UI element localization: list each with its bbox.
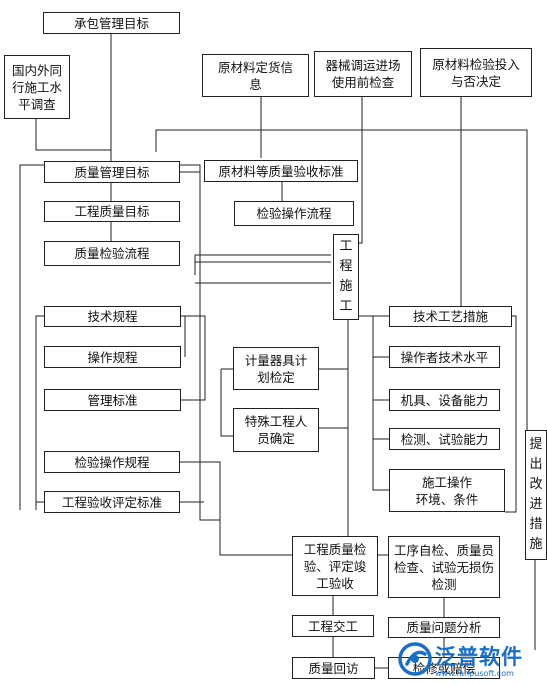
node-improvement: 提 出 改 进 措 施 [525, 430, 547, 560]
node-followup: 质量回访 [292, 657, 375, 679]
watermark: 泛普软件 www.fanpusoft.com [398, 636, 546, 682]
node-self-check: 工序自检、质量员 检查、试验无损伤 检测 [388, 536, 500, 598]
node-contract-goal: 承包管理目标 [43, 12, 180, 34]
node-operation-rules: 操作规程 [44, 346, 181, 368]
node-inspection-rules: 检验操作规程 [44, 451, 180, 473]
node-equipment-check: 器械调运进场 使用前检查 [314, 51, 412, 97]
node-environment: 施工操作 环境、条件 [389, 469, 505, 512]
fanpu-logo-icon [398, 642, 432, 676]
node-tech-rules: 技术规程 [44, 306, 181, 327]
node-material-standard: 原材料等质量验收标准 [204, 160, 358, 182]
watermark-name: 泛普软件 [435, 644, 523, 669]
node-quality-analysis: 质量问题分析 [388, 617, 500, 638]
node-machinery-capacity: 机具、设备能力 [389, 389, 500, 411]
node-meter-calibration: 计量器具计 划检定 [233, 347, 319, 390]
node-operator-skill: 操作者技术水平 [389, 346, 500, 368]
node-inspection-flow: 检验操作流程 [234, 201, 354, 226]
node-special-personnel: 特殊工程人 员确定 [233, 408, 319, 452]
node-handover: 工程交工 [292, 615, 374, 637]
node-quality-goal: 质量管理目标 [44, 161, 180, 183]
node-construction: 工 程 施 工 [333, 234, 359, 320]
node-tech-measures: 技术工艺措施 [389, 306, 512, 327]
node-management-standard: 管理标准 [44, 389, 181, 411]
node-material-inspect-decision: 原材料检验投入 与否决定 [420, 48, 532, 97]
node-quality-acceptance: 工程质量检 验、评定竣 工验收 [292, 536, 378, 596]
node-engineering-quality-goal: 工程质量目标 [44, 201, 180, 222]
watermark-url: www.fanpusoft.com [435, 668, 514, 678]
node-test-capacity: 检测、试验能力 [389, 428, 500, 450]
node-acceptance-standard: 工程验收评定标准 [44, 491, 180, 513]
node-quality-inspection-flow: 质量检验流程 [44, 241, 180, 266]
node-material-order: 原材料定货信 息 [202, 54, 309, 97]
node-survey: 国内外同 行施工水 平调查 [4, 55, 70, 119]
